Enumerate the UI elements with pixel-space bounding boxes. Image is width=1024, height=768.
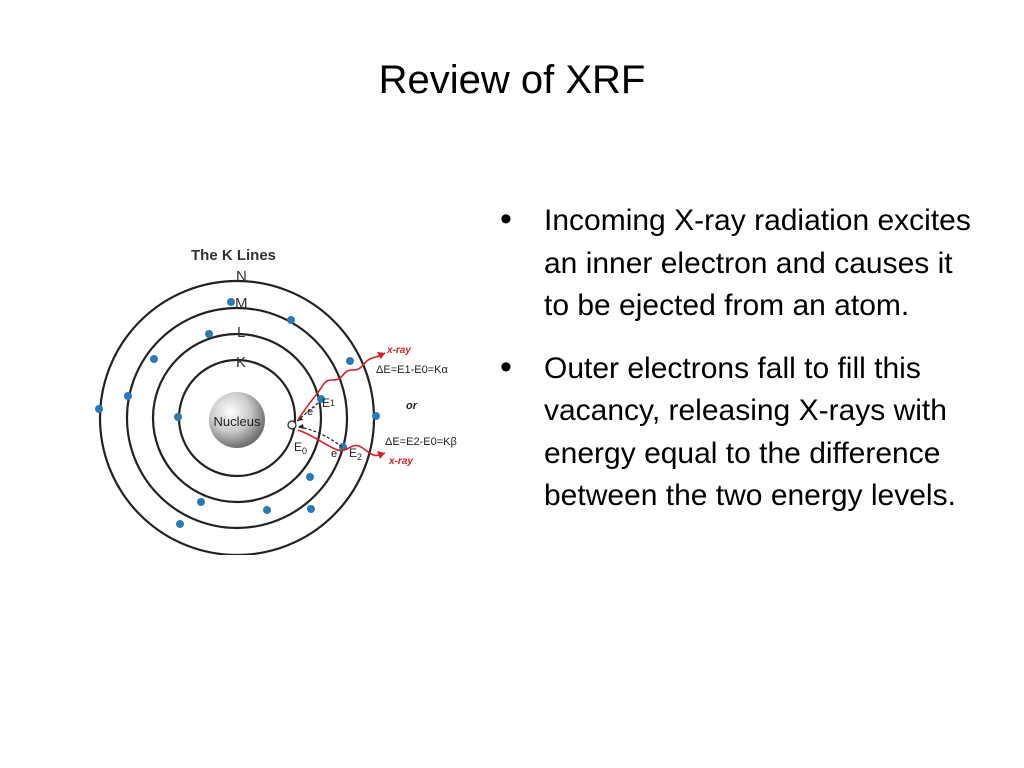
- electron-dot: [176, 520, 184, 528]
- bullet-item: • Outer electrons fall to fill this vaca…: [498, 348, 978, 518]
- xray-label-beta: x-ray: [388, 456, 413, 467]
- atom-diagram-svg: The K Lines N M L K Nucleus: [95, 247, 457, 557]
- xray-label-alpha: x-ray: [386, 345, 411, 356]
- bullet-text: Incoming X-ray radiation excites an inne…: [544, 204, 971, 322]
- or-label: or: [406, 400, 418, 412]
- label-e1: E1: [322, 396, 335, 410]
- electron-dot: [346, 357, 354, 365]
- xray-wave-alpha: [297, 352, 386, 421]
- electron-dot: [95, 405, 103, 413]
- electron-label-1: e-: [307, 403, 316, 418]
- k-lines-diagram: The K Lines N M L K Nucleus: [85, 235, 485, 557]
- orbit-m: [125, 306, 349, 530]
- electron-dot: [307, 505, 315, 513]
- electron-dot: [205, 330, 213, 338]
- bullet-text: Outer electrons fall to fill this vacanc…: [544, 351, 956, 513]
- electron-dot: [174, 413, 182, 421]
- label-e2: E2: [349, 446, 362, 462]
- electron-dot: [150, 355, 158, 363]
- nucleus-label: Nucleus: [214, 414, 261, 429]
- shell-label-l: L: [237, 324, 245, 341]
- diagram-title: The K Lines: [191, 247, 276, 264]
- xray-wave-beta: [297, 429, 386, 457]
- vacancy: [287, 420, 297, 430]
- electron-dot: [124, 392, 132, 400]
- equation-k-alpha: ΔE=E1-E0=Kα: [376, 364, 448, 376]
- electron-dot: [263, 506, 271, 514]
- electrons: [95, 298, 380, 528]
- electron-dot: [197, 498, 205, 506]
- bullet-dot-icon: •: [500, 200, 512, 238]
- xray-arrowhead-beta: [377, 451, 385, 459]
- shell-label-k: K: [236, 354, 246, 371]
- orbit-l: [151, 332, 323, 504]
- electron-dot: [372, 412, 380, 420]
- bullet-item: • Incoming X-ray radiation excites an in…: [498, 200, 978, 328]
- slide-title: Review of XRF: [378, 58, 646, 102]
- arrowhead: [298, 424, 304, 429]
- bullet-list: • Incoming X-ray radiation excites an in…: [498, 200, 978, 538]
- nucleus: [209, 392, 265, 448]
- bullet-dot-icon: •: [500, 347, 512, 386]
- shell-label-n: N: [236, 268, 247, 285]
- shell-label-m: M: [235, 295, 248, 312]
- xray-arrowhead-alpha: [377, 352, 385, 359]
- electron-dot: [227, 298, 235, 306]
- electron-dot: [287, 316, 295, 324]
- electron-dot: [306, 473, 314, 481]
- electron-dot: [317, 395, 325, 403]
- equation-k-beta: ΔE=E2-E0=Kβ: [385, 436, 457, 448]
- label-e0: E0: [294, 440, 307, 456]
